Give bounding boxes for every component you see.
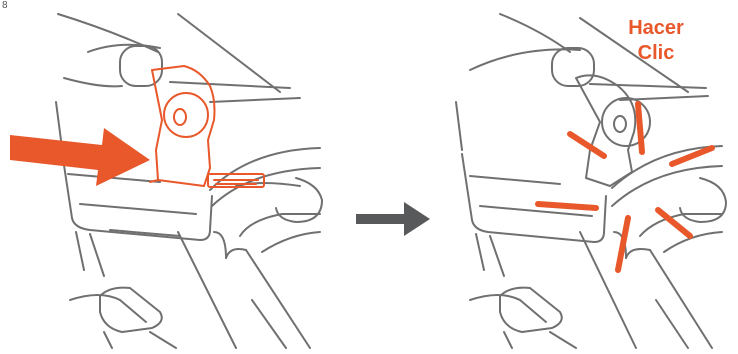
click-label-line2: Clic	[608, 41, 704, 66]
step-number: 8	[2, 0, 8, 11]
next-step-arrow-icon	[356, 202, 430, 236]
handle-knob-after	[552, 48, 594, 86]
click-label-line1: Hacer	[608, 16, 704, 41]
before-panel	[56, 14, 322, 348]
push-arrow-icon	[10, 128, 150, 186]
click-label: Hacer Clic	[608, 16, 704, 66]
